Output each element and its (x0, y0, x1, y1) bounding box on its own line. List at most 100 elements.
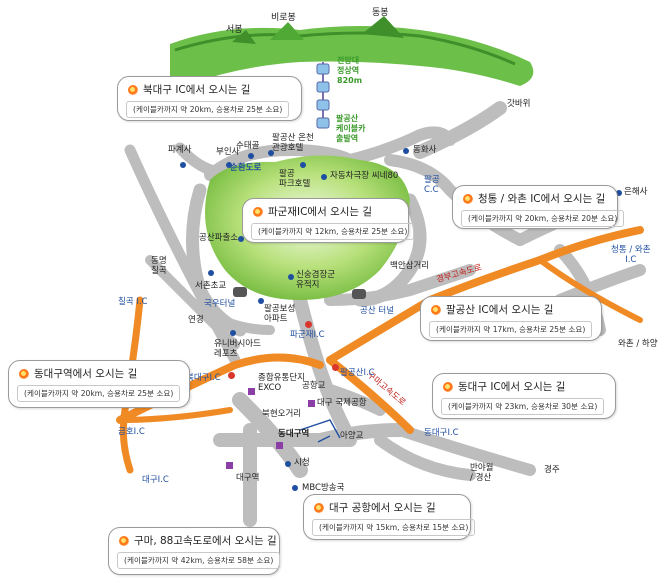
marker-donghwasa (403, 148, 409, 154)
place-daegu-ic: 대구I.C (142, 475, 169, 485)
place-palgongsan-ic: 팔공산I.C (340, 368, 375, 378)
callout-title: 팔공산 IC에서 오시는 길 (446, 304, 554, 316)
tunnel-right (352, 289, 366, 299)
callout-sub: (케이블카까지 약 20km, 승용차로 25분 소요) (126, 101, 290, 118)
callout-palgongsan-ic: 팔공산 IC에서 오시는 길 (케이블카까지 약 17km, 승용차로 25분 … (420, 296, 602, 341)
callout-cheongtong-ic: 청통 / 와촌 IC에서 오시는 길 (케이블카까지 약 20km, 승용차로 … (452, 185, 625, 229)
callout-sub: (케이블카까지 약 17km, 승용차로 25분 소요) (429, 321, 593, 338)
peak-seobong (232, 30, 256, 44)
place-gongsan-police: 공산파출소 (199, 233, 239, 243)
place-sinsung: 신숭겸장군 유적지 (296, 270, 336, 290)
callout-guma-88: 구마, 88고속도로에서 오시는 길 (케이블카까지 약 42km, 승용차로 … (108, 527, 281, 575)
marker-city-hall (285, 461, 291, 467)
highway-cheongtong (536, 226, 644, 264)
callout-title: 파군재IC에서 오시는 길 (268, 206, 373, 218)
place-chilgok-ic: 칠곡 I.C (118, 297, 148, 307)
marker-park-hotel (300, 162, 306, 168)
mountain-label-seobong: 서봉 (226, 25, 243, 35)
place-gonghang-bridge: 공항교 (302, 381, 326, 391)
tunnel-left (233, 287, 247, 297)
place-palgong-park-hotel: 팔공 파크호텔 (279, 169, 311, 189)
marker-pagunje-ic (305, 321, 312, 328)
road-airport (324, 384, 386, 416)
sun-icon (314, 502, 324, 513)
place-donghwasa: 동화사 (413, 145, 437, 155)
place-circular-road: 순환도로 (230, 163, 262, 173)
place-baegan: 백안삼거리 (390, 261, 430, 271)
place-yeongyeong: 연경 (188, 315, 204, 325)
cable-station-top: 전망대 정상역 820m (337, 56, 363, 85)
callout-sub: (케이블카까지 약 23km, 승용차로 30분 소요) (441, 398, 605, 415)
marker-paegyesa (180, 162, 186, 168)
marker-sutaegol (248, 153, 254, 159)
place-exco-center: 종합유통단지 EXCO (258, 373, 305, 393)
cable-cabin-1 (316, 63, 330, 75)
marker-daegu-station (226, 462, 233, 469)
road-gyeongju (394, 424, 536, 476)
place-bukdaegu-ic: 북대구I.C (186, 373, 221, 383)
place-gyeongju: 경주 (544, 465, 560, 475)
place-dongdaegu-station: 동대구역 (278, 429, 310, 439)
highway-waechon-link (537, 257, 643, 323)
peak-dongbong (362, 16, 404, 38)
place-mbc: MBC방송국 (302, 483, 345, 493)
sun-icon (443, 381, 453, 392)
mountain-ridge-shade (174, 31, 516, 66)
marker-seochon-school (208, 270, 214, 276)
callout-sub: (케이블카까지 약 20km, 승용차로 20분 소요) (461, 210, 625, 227)
road-yeongyeong (205, 310, 275, 335)
peak-birobong (270, 22, 304, 40)
marker-bukdaegu-ic (228, 372, 235, 379)
cable-station-bottom: 팔공산 케이블카 출발역 (336, 114, 366, 143)
small-roads (299, 419, 341, 443)
sun-icon (128, 84, 138, 95)
road-gatbawi (413, 101, 507, 159)
place-ayanggyo: 아양교 (340, 431, 364, 441)
place-pagunje-ic: 파군재I.C (290, 330, 325, 340)
sun-icon (19, 368, 29, 379)
place-palgong-apt: 팔공보성 아파트 (264, 304, 296, 324)
place-airport: 대구 국제공항 (317, 398, 367, 408)
highway-guam (117, 407, 233, 423)
place-onchon-hotel: 팔공산 온천 관광호텔 (272, 133, 314, 153)
place-sutaegol: 수태골 (236, 141, 260, 151)
callout-dongdaegu-ic: 동대구 IC에서 오시는 길 (케이블카까지 약 23km, 승용차로 30분 … (432, 373, 616, 419)
small-road-2 (317, 435, 331, 443)
marker-gongsan-police (238, 236, 244, 242)
marker-exco (248, 388, 255, 395)
callout-title: 청통 / 와촌 IC에서 오시는 길 (478, 193, 606, 205)
place-daegu-station: 대구역 (236, 473, 260, 483)
cable-cabin-2 (316, 81, 330, 93)
small-road-1 (299, 419, 341, 439)
road-gongsan-tunnel (324, 264, 476, 306)
place-gatbawi: 갓바위 (507, 99, 531, 109)
mountain-label-birobong: 비로봉 (271, 13, 296, 23)
place-city-hall: 시청 (294, 458, 310, 468)
sun-icon (431, 304, 441, 315)
highway-gyeongbu-south (326, 356, 414, 434)
place-gongsan-tunnel: 공산 터널 (360, 306, 394, 316)
marker-buinsa (226, 162, 232, 168)
callout-title: 구마, 88고속도로에서 오시는 길 (134, 535, 277, 547)
marker-sinsung (288, 274, 294, 280)
marker-palgongsan-ic (332, 364, 339, 371)
callout-sub: (케이블카까지 약 42km, 승용차로 58분 소요) (117, 552, 281, 569)
marker-car-theater (321, 174, 327, 180)
place-banyawol: 반야월 / 경산 (470, 463, 494, 483)
road-south-grid-4 (313, 423, 407, 447)
callout-title: 대구 공항에서 오시는 길 (329, 502, 436, 514)
sun-icon (463, 193, 473, 204)
cable-cabin-3 (316, 99, 330, 111)
callout-title: 북대구 IC에서 오시는 길 (143, 84, 251, 96)
marker-universiade (230, 330, 236, 336)
callout-dongdaegu-station: 동대구역에서 오시는 길 (케이블카까지 약 20km, 승용차로 25분 소요… (8, 360, 190, 408)
callout-bukdaegu-ic: 북대구 IC에서 오시는 길 (케이블카까지 약 20km, 승용차로 25분 … (117, 76, 302, 121)
place-universiade: 유니버시아드 레포츠 (214, 339, 261, 359)
place-buinsa: 부인사 (216, 147, 240, 157)
cable-cabin-4 (316, 117, 330, 129)
mountain-ridge (170, 26, 534, 90)
place-bukhyeon: 북현오거리 (262, 409, 302, 419)
place-eunhaesa: 은해사 (624, 187, 648, 197)
callout-daegu-airport: 대구 공항에서 오시는 길 (케이블카까지 약 15km, 승용차로 15분 소… (303, 494, 476, 540)
